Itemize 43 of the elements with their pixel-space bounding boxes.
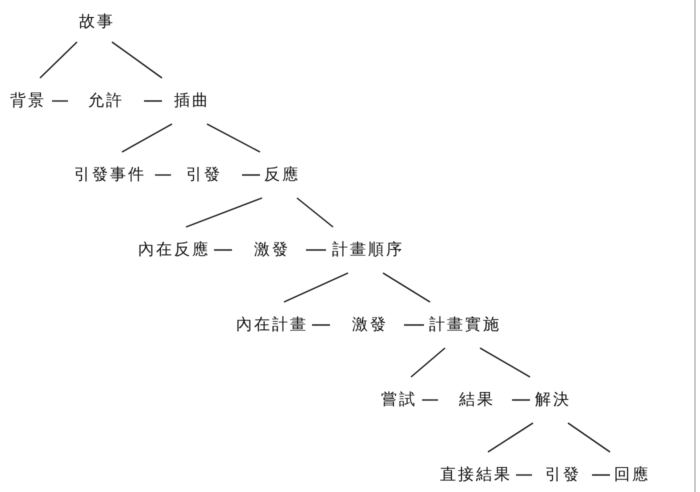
dash-connector xyxy=(512,399,530,401)
story-element-label: 計畫實施 xyxy=(429,314,501,336)
dash-connector xyxy=(52,100,68,102)
tree-branch-line xyxy=(488,422,534,453)
dash-connector xyxy=(312,324,330,326)
dash-connector xyxy=(144,100,162,102)
dash-connector xyxy=(214,249,232,251)
dash-connector xyxy=(592,474,610,476)
dash-connector xyxy=(242,174,260,176)
tree-branch-line xyxy=(186,197,262,228)
story-element-label: 內在計畫 xyxy=(236,314,308,336)
relation-label: 結果 xyxy=(459,390,495,410)
relation-label: 引發 xyxy=(545,464,581,486)
dash-connector xyxy=(516,474,532,476)
story-element-label: 引發事件 xyxy=(74,164,146,186)
story-element-label: 直接結果 xyxy=(440,464,512,486)
story-element-label: 內在反應 xyxy=(138,240,210,260)
story-element-label: 背景 xyxy=(10,90,46,112)
relation-label: 激發 xyxy=(254,240,290,260)
story-element-label: 反應 xyxy=(264,164,300,186)
tree-branch-line xyxy=(122,123,172,153)
dash-connector xyxy=(404,324,424,326)
dash-connector xyxy=(422,399,438,401)
story-element-label: 故事 xyxy=(79,12,115,32)
story-element-label: 嘗試 xyxy=(381,390,417,410)
tree-branch-line xyxy=(568,422,610,453)
story-element-label: 解決 xyxy=(535,390,571,410)
relation-label: 激發 xyxy=(352,314,388,336)
tree-branch-line xyxy=(296,197,334,228)
dash-connector xyxy=(306,249,326,251)
tree-branch-line xyxy=(112,41,162,79)
tree-branch-line xyxy=(382,272,430,303)
story-element-label: 計畫順序 xyxy=(332,240,404,260)
tree-branch-line xyxy=(410,347,446,378)
story-element-label: 插曲 xyxy=(174,90,210,112)
tree-branch-line xyxy=(480,347,530,378)
tree-branch-line xyxy=(206,123,260,153)
relation-label: 引發 xyxy=(186,164,222,186)
tree-branch-line xyxy=(40,42,78,78)
tree-branch-line xyxy=(284,272,348,303)
relation-label: 允許 xyxy=(88,90,124,112)
dash-connector xyxy=(155,174,171,176)
story-element-label: 回應 xyxy=(614,464,650,486)
